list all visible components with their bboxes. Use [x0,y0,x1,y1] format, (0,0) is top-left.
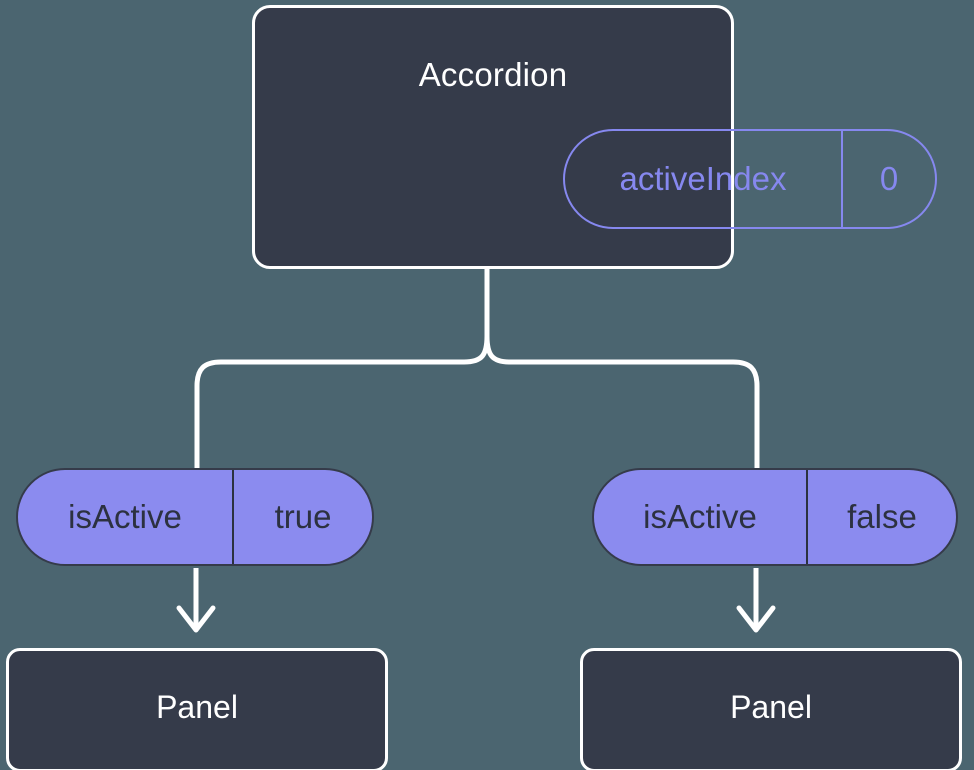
prop-badge-value: true [274,498,332,535]
accordion-node-label: Accordion [418,56,568,93]
panel-node-right[interactable]: Panel [580,648,962,770]
panel-node-left[interactable]: Panel [6,648,388,770]
prop-badge-value: false [847,498,917,535]
panel-node-label: Panel [730,688,812,725]
panel-node-label: Panel [156,688,238,725]
state-badge-value: 0 [879,160,899,197]
prop-badge-key: isActive [18,470,234,564]
prop-badge-key: isActive [594,470,808,564]
prop-badge-is-active-false[interactable]: isActive false [592,468,958,566]
state-badge-active-index[interactable]: activeIndex 0 [563,129,937,229]
connector-branch-right [484,333,760,471]
state-badge-key: activeIndex [565,131,843,227]
accordion-node[interactable]: Accordion activeIndex 0 [252,5,937,269]
arrow-left-head-icon [176,605,216,633]
arrow-right-head-icon [736,605,776,633]
connector-branch-left [194,333,490,471]
prop-badge-is-active-true[interactable]: isActive true [16,468,374,566]
